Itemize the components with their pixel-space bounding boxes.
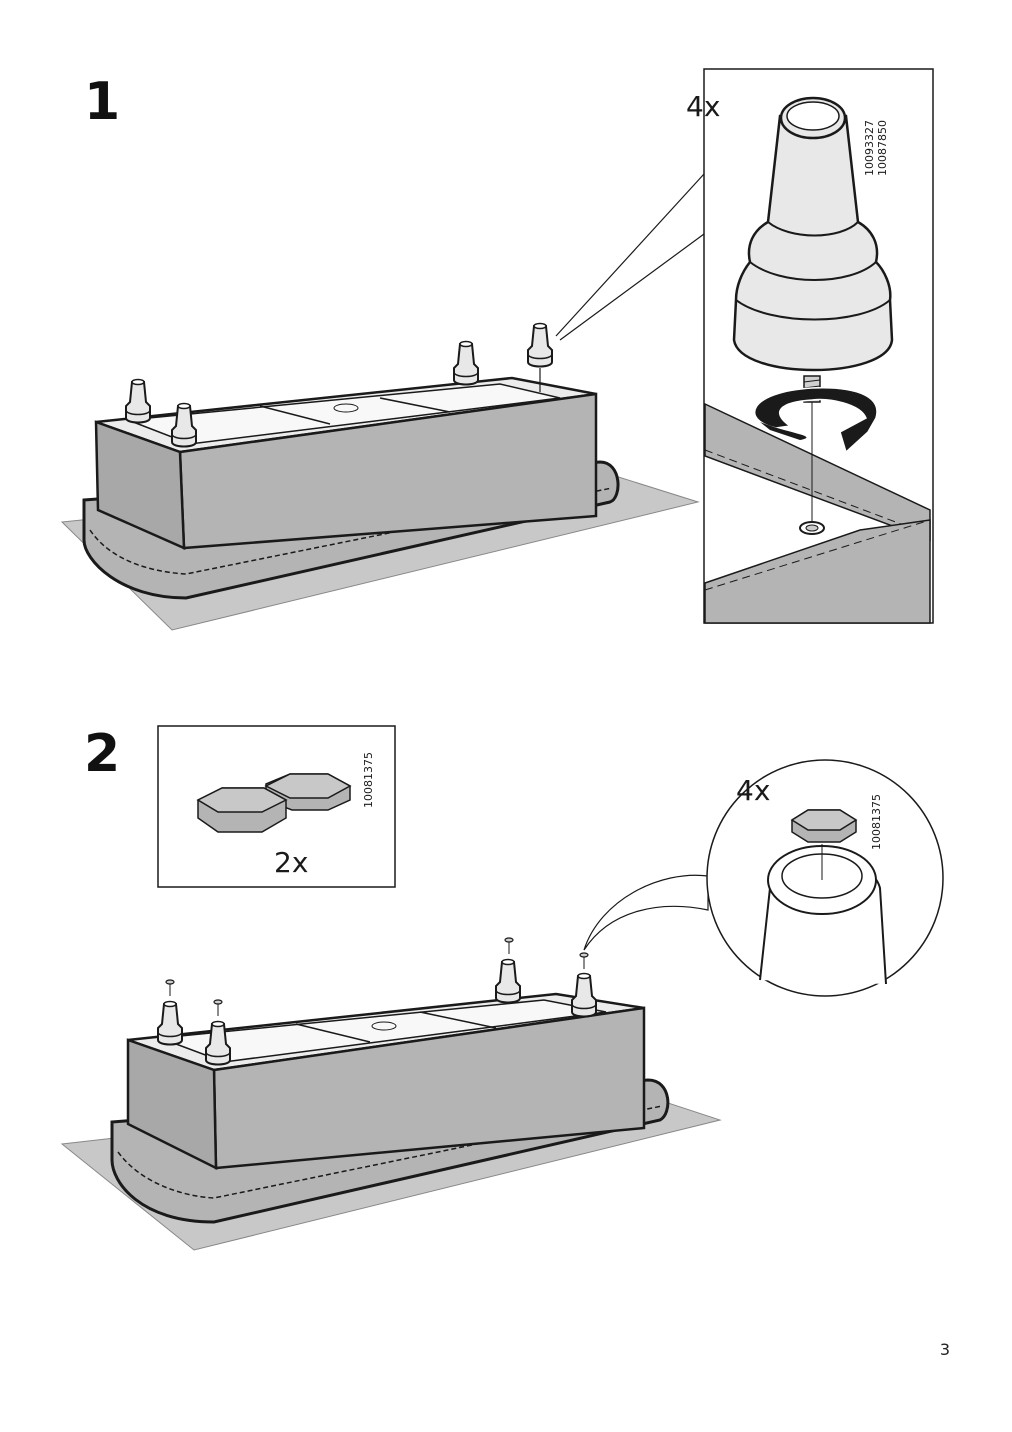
leg	[125, 378, 151, 424]
pad	[579, 952, 589, 970]
pad	[165, 979, 175, 997]
step-2-illustration: 10081375 2x 4x 10	[60, 725, 944, 1251]
sofa-frame-end	[94, 420, 186, 550]
pad	[213, 999, 223, 1017]
sofa-frame-end	[126, 1038, 218, 1171]
part-number-label: 10081375	[870, 794, 883, 850]
leg	[157, 1000, 183, 1046]
step-1-quantity-label: 4x	[686, 90, 720, 123]
pad	[504, 937, 514, 955]
step-2-number: 2	[84, 724, 121, 784]
step-1-illustration: 4x 10093327 10087850	[60, 68, 934, 631]
step-1-number: 1	[84, 72, 121, 132]
step-2-parts-quantity-label: 2x	[274, 846, 308, 879]
leg	[571, 972, 597, 1018]
part-number-label: 10087850	[876, 120, 889, 176]
part-number-label: 10081375	[362, 752, 375, 808]
page-number: 3	[939, 1340, 950, 1359]
leg-detail	[732, 114, 894, 372]
leg	[527, 322, 553, 368]
leg	[171, 402, 197, 448]
leg	[205, 1020, 231, 1066]
leg	[495, 958, 521, 1004]
rotate-arrow-icon	[754, 387, 878, 454]
part-number-label: 10093327	[863, 120, 876, 176]
leg	[453, 340, 479, 386]
step-2-quantity-label: 4x	[736, 774, 770, 807]
